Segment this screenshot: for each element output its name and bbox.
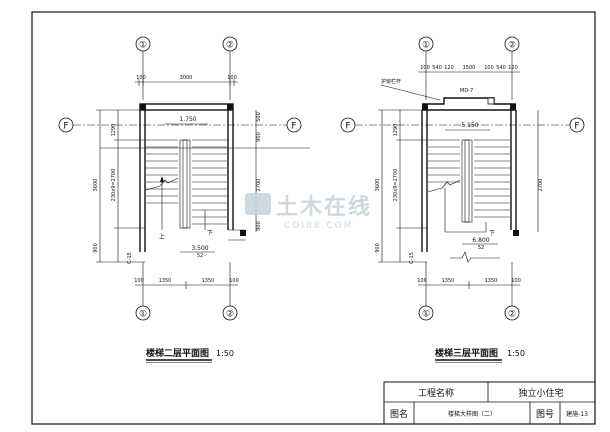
column-tag: C-15 (127, 252, 133, 264)
watermark: 土木在线 COI88.COM (245, 193, 372, 231)
axis-2-top-label: ② (226, 41, 234, 51)
svg-text:②: ② (508, 41, 516, 51)
svg-text:1350: 1350 (159, 278, 172, 284)
svg-text:①: ① (139, 310, 147, 320)
number-value: 建施-13 (566, 410, 588, 418)
svg-text:540: 540 (432, 65, 442, 71)
drawing-label: 图名 (390, 408, 408, 420)
svg-text:1350: 1350 (202, 278, 215, 284)
svg-text:900: 900 (93, 243, 99, 253)
svg-text:100: 100 (420, 65, 430, 71)
svg-text:②: ② (508, 310, 516, 320)
svg-text:1350: 1350 (485, 278, 498, 284)
up-label: 上 (159, 233, 165, 241)
svg-text:C-15: C-15 (409, 252, 415, 264)
axis-2-bottom-r (504, 305, 520, 321)
svg-text:①: ① (422, 41, 430, 51)
svg-text:F: F (574, 122, 579, 132)
window-label: MD-7 (460, 88, 473, 94)
svg-text:100: 100 (417, 278, 427, 284)
rail-label: 护窗栏杆 (381, 78, 401, 85)
plan-2-title: 楼梯二层平面图 (146, 347, 209, 359)
svg-text:900: 900 (256, 221, 262, 231)
svg-text:230x9=2700: 230x9=2700 (111, 169, 117, 202)
top-dim-c: 100 (227, 75, 237, 81)
watermark-main: 土木在线 (276, 194, 372, 220)
watermark-sub: COI88.COM (284, 221, 353, 231)
sheet-border (31, 11, 596, 425)
number-label: 图号 (536, 409, 554, 420)
svg-text:F: F (345, 122, 350, 132)
svg-text:100: 100 (511, 278, 521, 284)
axis-1-top-label: ① (139, 41, 147, 51)
top-wall-r (422, 97, 516, 105)
svg-text:2700: 2700 (538, 179, 544, 192)
svg-text:①: ① (422, 310, 430, 320)
svg-text:100: 100 (484, 65, 494, 71)
svg-text:120: 120 (444, 65, 454, 71)
stair-treads-r (428, 139, 510, 218)
axis-2-bottom (222, 305, 238, 321)
project-value: 独立小住宅 (518, 387, 563, 399)
svg-text:1290: 1290 (111, 124, 117, 137)
plan-3-title: 楼梯三层平面图 (435, 347, 498, 359)
svg-text:900: 900 (256, 132, 262, 142)
level-top: 1.750 (179, 116, 196, 123)
drawing-value: 楼梯大样图（二） (448, 410, 496, 418)
handrail-well-r (461, 139, 473, 223)
project-label: 工程名称 (418, 387, 454, 399)
watermark-logo-icon (245, 193, 271, 215)
svg-text:3600: 3600 (93, 179, 99, 192)
top-dim-b: 3000 (180, 75, 193, 81)
top-wall (139, 103, 234, 111)
title-block: 工程名称 独立小住宅 图名 楼梯大样图（二） 图号 建施-13 (383, 381, 596, 425)
plan-floor-2: ① ② 100 3000 100 F F 1.750 (58, 36, 310, 363)
svg-text:540: 540 (496, 65, 506, 71)
plan-floor-3: ① ② 100 540 120 1500 100 540 120 护窗栏杆 MD… (340, 36, 585, 363)
svg-text:②: ② (226, 310, 234, 320)
axis-f-right-label: F (291, 122, 296, 132)
level-bottom: 3.500 (191, 245, 208, 252)
axis-f-left-label: F (63, 122, 68, 132)
axis-1-bottom-r (418, 305, 434, 321)
axis-1-bottom (135, 305, 151, 321)
svg-text:3600: 3600 (375, 179, 381, 192)
svg-text:2700: 2700 (256, 179, 262, 192)
level-top-r: 5.150 (461, 122, 478, 129)
break-line (145, 177, 179, 191)
plan-2-scale: 1:50 (216, 349, 234, 358)
top-dim-a: 100 (136, 75, 146, 81)
svg-text:52: 52 (478, 245, 484, 251)
svg-text:1350: 1350 (442, 278, 455, 284)
down-label: 下 (207, 230, 213, 237)
plan-3-scale: 1:50 (507, 349, 525, 358)
stair-treads-right (192, 139, 227, 225)
handrail-well (179, 139, 191, 229)
svg-text:120: 120 (508, 65, 518, 71)
svg-text:1500: 1500 (463, 65, 476, 71)
level-bottom-r: 6.800 (472, 237, 489, 244)
svg-text:52: 52 (197, 253, 203, 259)
svg-text:100: 100 (229, 278, 239, 284)
svg-text:230x9=2700: 230x9=2700 (393, 169, 399, 202)
svg-text:500: 500 (256, 112, 262, 122)
svg-text:900: 900 (375, 243, 381, 253)
svg-text:1290: 1290 (393, 124, 399, 137)
svg-text:100: 100 (134, 278, 144, 284)
down-label-r: 下 (489, 230, 495, 237)
